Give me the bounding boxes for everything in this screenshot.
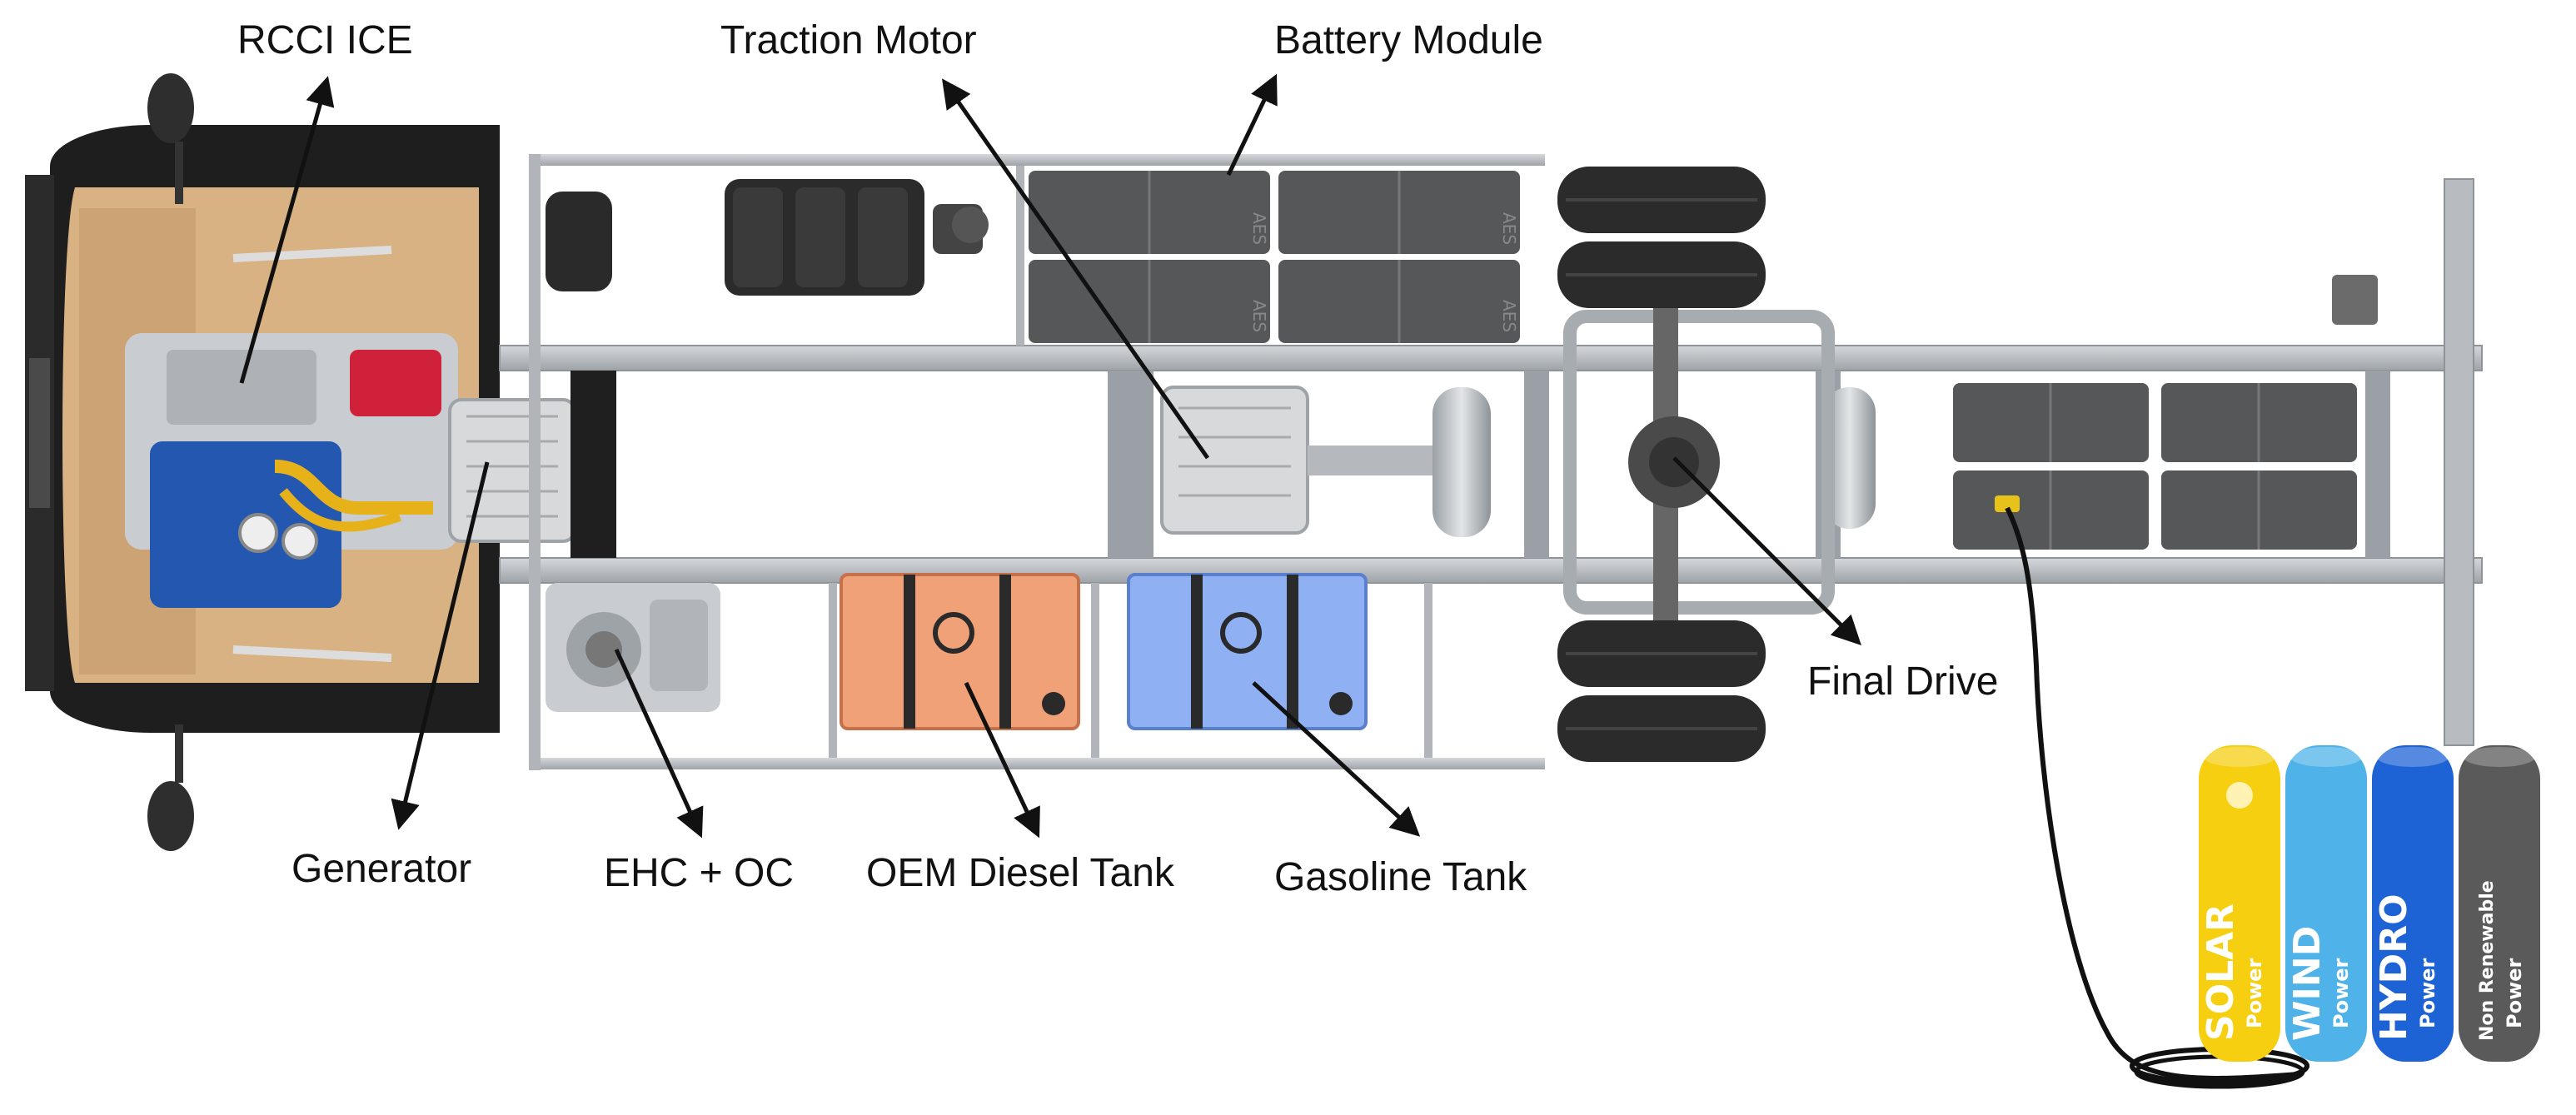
label-traction-motor: Traction Motor [720,18,977,62]
air-tank [1824,387,1876,529]
power-column [2199,745,2280,1062]
arrow-battery-module [1226,73,1278,177]
gasoline-tank [1127,573,1368,730]
upper-components [546,179,989,296]
battery-marking: AES [1249,212,1269,245]
power-source-name: WIND [2286,926,2329,1041]
power-source-sub: Power [2329,958,2353,1028]
arrow-traction-motor [941,78,1210,460]
label-final-drive: Final Drive [1807,660,1999,704]
arrow-generator [391,461,490,830]
rear-axle [1563,300,1835,633]
label-ehc-oc: EHC + OC [604,851,795,895]
mirror-top [147,73,194,204]
label-gasoline-tank: Gasoline Tank [1274,855,1527,899]
battery-marking: AES [1249,300,1269,332]
battery-marking: AES [1499,300,1519,332]
traction-motor [1160,386,1432,535]
power-column [2285,745,2367,1062]
power-source-sub: Power [2243,958,2266,1028]
power-source-name: HYDRO [2373,894,2415,1042]
label-generator: Generator [291,847,472,891]
annotation-arrows [239,73,1861,839]
power-column [2372,745,2454,1062]
air-tank [1432,387,1491,537]
power-source-name: SOLAR [2200,903,2242,1041]
mirror-bottom [147,724,194,851]
arrow-rcci-ice [239,76,335,384]
generator [448,398,576,543]
rcci-engine [125,333,458,608]
arrow-ehc-oc [614,648,704,839]
arrow-gasoline-tank [1252,681,1421,837]
label-battery-module: Battery Module [1274,18,1543,62]
ehc-oc-unit [546,583,720,712]
power-source-sub: Power [2503,958,2526,1028]
power-source-name: Non Renewable [2477,880,2498,1041]
battery-module-group-rear [1953,383,2357,550]
label-oem-diesel-tank: OEM Diesel Tank [866,851,1174,895]
power-source-sub: Power [2416,958,2439,1028]
charge-port [1995,495,2020,512]
arrow-oem-diesel-tank [964,681,1040,839]
battery-module-group-front: AES AES AES AES [1029,171,1520,343]
arrow-final-drive [1672,456,1861,645]
battery-marking: AES [1499,212,1519,245]
rear-tires [1557,167,1766,762]
charging-cable [2005,506,2299,1081]
chassis-frame [499,154,2483,770]
oem-diesel-tank [840,573,1080,730]
power-column [2459,745,2540,1062]
sun-icon [2226,782,2253,809]
label-rcci-ice: RCCI ICE [237,18,413,62]
